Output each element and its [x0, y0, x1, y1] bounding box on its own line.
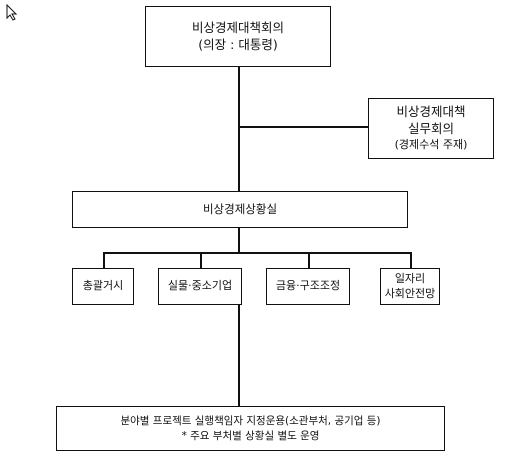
connector-team-3 [308, 252, 310, 268]
connector-side-branch [238, 126, 368, 128]
emergency-economic-meeting-box: 비상경제대책회의 (의장 : 대통령) [145, 6, 331, 67]
side-box-line2: 실무회의 [407, 121, 454, 137]
connector-to-bottom [238, 305, 240, 406]
situation-room-label: 비상경제상황실 [202, 201, 278, 216]
team-label: 금융·구조조정 [275, 279, 341, 293]
connector-room-to-bus [238, 228, 240, 253]
connector-team-2 [200, 252, 202, 268]
situation-room-box: 비상경제상황실 [72, 191, 408, 228]
top-box-title: 비상경제대책회의 [191, 19, 284, 35]
team-box-industry-sme: 실물·중소기업 [158, 268, 242, 305]
team-box-macro: 총괄거시 [72, 268, 134, 305]
project-manager-box: 분야별 프로젝트 실행책임자 지정운용(소관부처, 공기업 등) * 주요 부처… [56, 406, 445, 451]
team-label: 실물·중소기업 [167, 279, 233, 293]
bottom-box-line1: 분야별 프로젝트 실행책임자 지정운용(소관부처, 공기업 등) [120, 415, 381, 428]
cursor-arrow-icon [6, 4, 18, 21]
team-label-line1: 일자리 [394, 271, 426, 285]
team-box-jobs-safety-net: 일자리 사회안전망 [380, 268, 440, 305]
side-box-line3: (경제수석 주재) [394, 137, 468, 151]
team-label-line2: 사회안전망 [384, 286, 436, 300]
connector-top-to-room [238, 67, 240, 191]
team-box-finance-restructuring: 금융·구조조정 [266, 268, 350, 305]
team-label: 총괄거시 [82, 279, 124, 293]
working-meeting-box: 비상경제대책 실무회의 (경제수석 주재) [368, 98, 494, 159]
side-box-line1: 비상경제대책 [396, 104, 466, 120]
connector-team-1 [103, 252, 105, 268]
top-box-subtitle: (의장 : 대통령) [198, 36, 278, 52]
connector-team-bus [103, 252, 411, 254]
connector-team-4 [410, 252, 412, 268]
bottom-box-line2: * 주요 부처별 상황실 별도 운영 [181, 429, 320, 442]
